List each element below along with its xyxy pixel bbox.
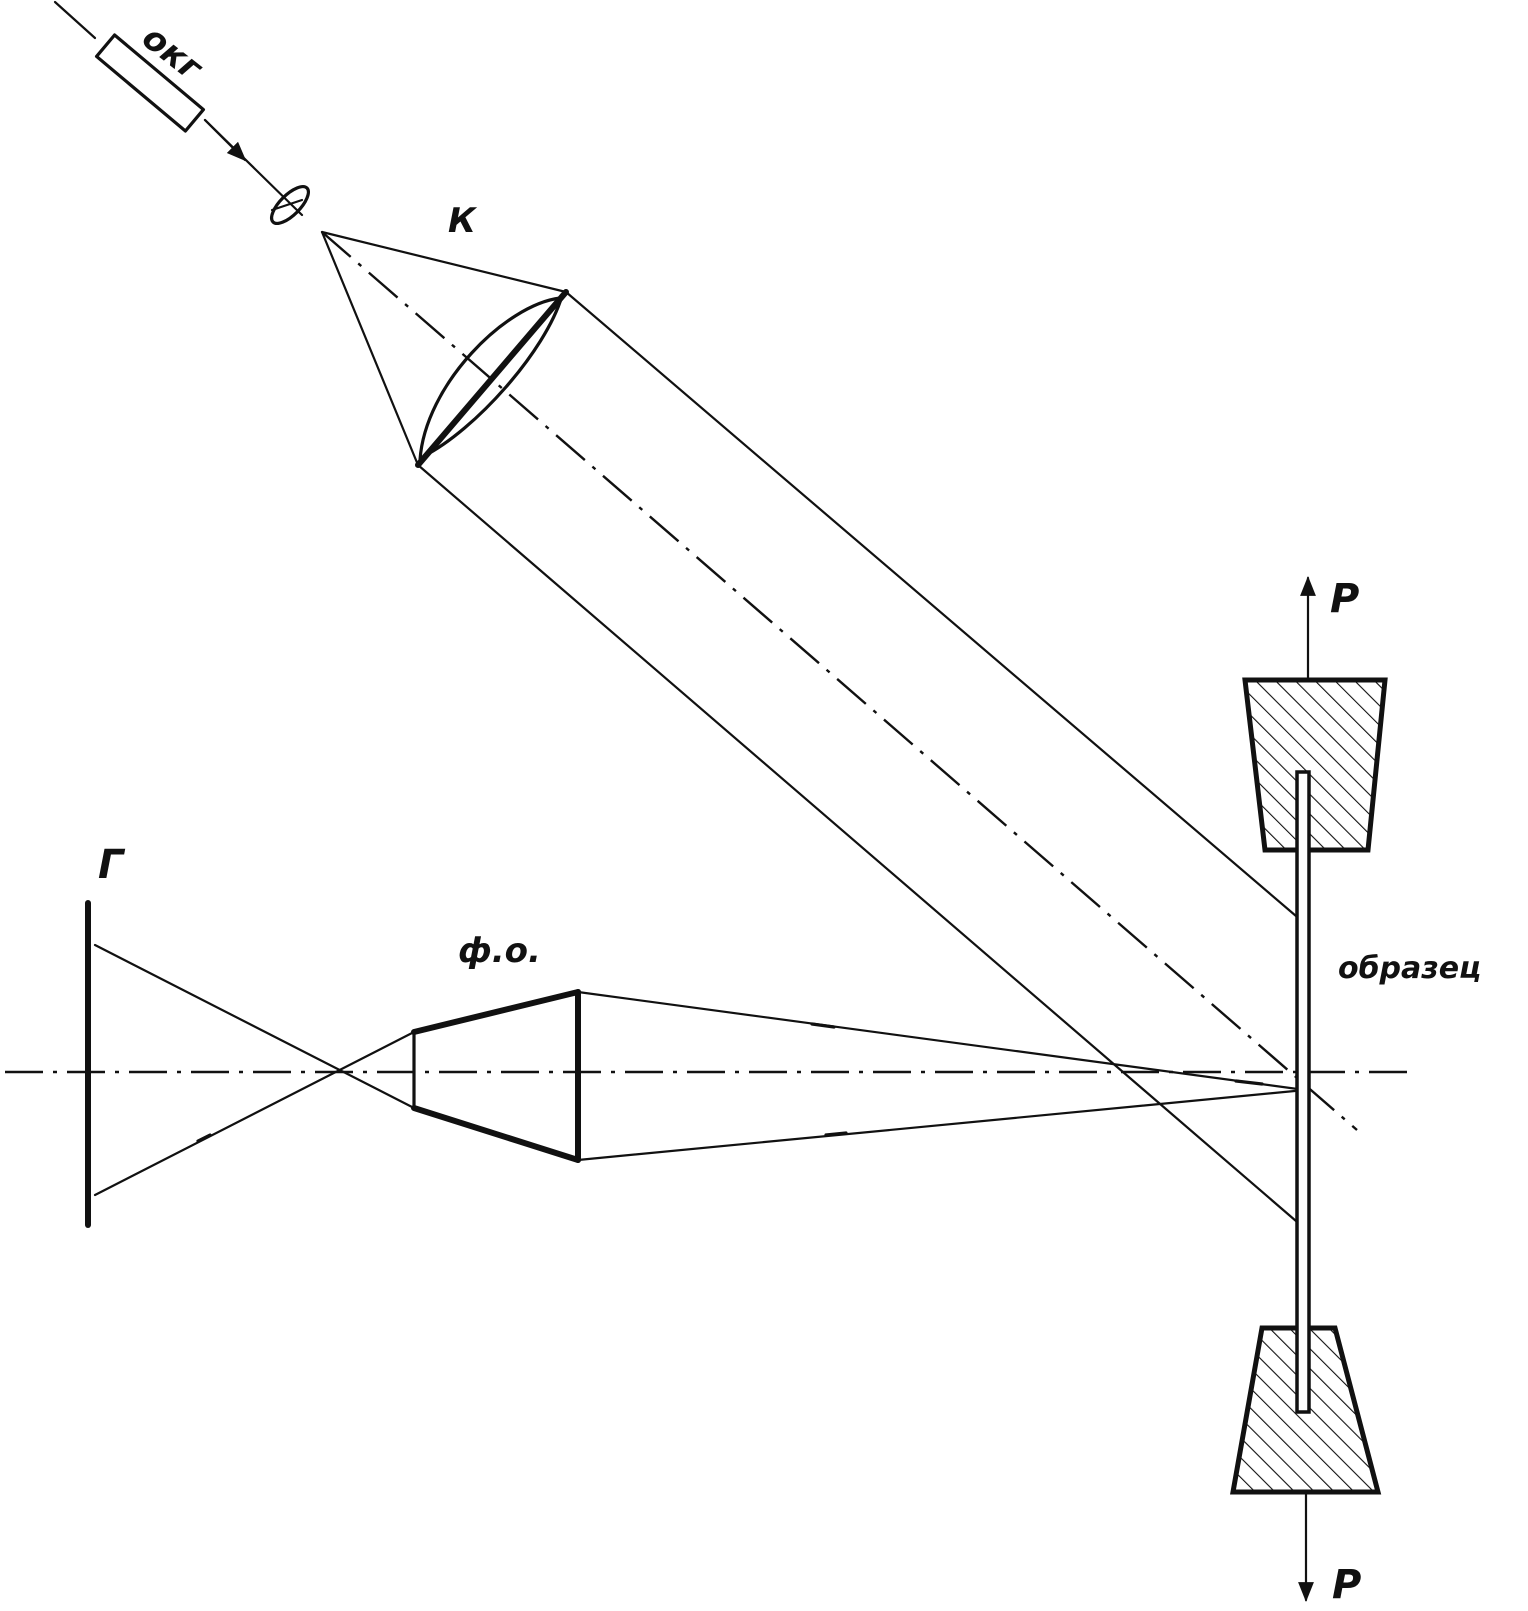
- upper-grip: [1242, 677, 1388, 853]
- laser-label: окг: [134, 18, 210, 90]
- force-label-top: P: [1330, 576, 1359, 622]
- sample-label: образец: [1338, 951, 1481, 986]
- objective-label: ф.о.: [458, 931, 541, 971]
- objective-lens: [411, 989, 581, 1163]
- screen-label: Г: [98, 842, 126, 888]
- collimated-beam: [416, 290, 1298, 1223]
- laser-tail-line: [53, 0, 97, 40]
- focusing-lens-mark: [270, 198, 304, 212]
- laser-body: [94, 33, 206, 133]
- observation-rays: [93, 943, 1307, 1197]
- laser-source: [53, 0, 304, 217]
- sample-strip: [1295, 770, 1311, 1414]
- collimator-label: К: [448, 201, 478, 241]
- ray-direction-marks: [196, 1022, 1264, 1143]
- expanding-beam: [320, 230, 568, 467]
- force-label-bottom: P: [1332, 1562, 1361, 1608]
- focusing-lens: [270, 185, 310, 225]
- collimator-lens: [415, 289, 569, 468]
- illumination-axis: [321, 231, 1358, 1131]
- laser-beam-arrow: [203, 118, 247, 162]
